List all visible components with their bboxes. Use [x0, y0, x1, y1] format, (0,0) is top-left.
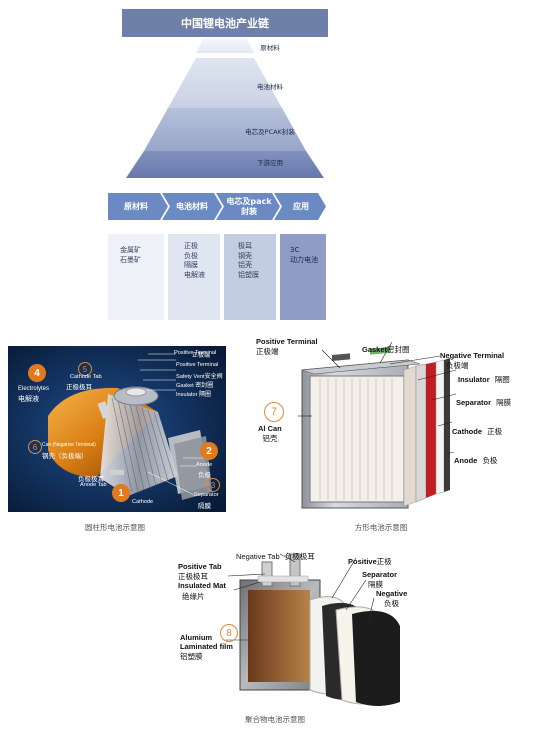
cylindrical-diagram: Positive Terminal 正极端 Positive Terminal … [8, 346, 226, 512]
cyl-cathode-tab-zh: 正极极耳 [66, 383, 92, 391]
arrow-raw: 原材料 [124, 201, 148, 211]
list-item: 3C [290, 246, 300, 254]
pouch-drawing [226, 553, 400, 706]
arrow-shape-2 [162, 193, 222, 220]
tier-cell-pack [144, 108, 306, 151]
cylindrical-caption: 圆柱形电池示意图 [85, 523, 145, 532]
arrow-shape-4 [274, 193, 326, 220]
pouch-laminated-film-label: Alumium Laminated film 铝塑膜 [180, 633, 233, 661]
arrow-row [108, 193, 326, 220]
column-application-list: 3C 动力电池 [290, 246, 318, 265]
cyl-positive-terminal-zh: 正极端 [192, 352, 211, 359]
cyl-anode-label: Anode [196, 462, 213, 468]
list-item: 铝壳 [238, 261, 252, 269]
prism-gasket-label: Gasket密封圈 [362, 345, 410, 354]
pouch-insulated-mat-label: Insulated Mat [178, 581, 226, 590]
cyl-marker-3: 3 [206, 478, 220, 492]
column-raw [108, 234, 164, 320]
column-raw-list: 金属矿 石墨矿 [120, 246, 141, 265]
cyl-marker-1: 1 [112, 484, 130, 502]
chain-title: 中国锂电池产业链 [122, 9, 328, 37]
tier-battery-material [168, 58, 282, 108]
prism-insulator-label: Insulator 隔圈 [458, 375, 510, 384]
pouch-caption: 聚合物电池示意图 [245, 715, 305, 724]
arrow-cell-pack: 电芯及pack封装 [226, 196, 272, 216]
tier-label-downstream: 下游应用 [257, 159, 283, 167]
prism-al-can-label: Al Can 铝壳 [258, 424, 282, 443]
prism-cathode-label: Cathode 正极 [452, 427, 503, 436]
pouch-negative-label: Negative 负极 [376, 589, 408, 608]
list-item: 石墨矿 [120, 255, 141, 264]
pyramid [126, 39, 324, 178]
tier-label-battery-material: 电池材料 [257, 83, 283, 91]
pouch-negative-tab-label: Negative Tab 负极极耳 [236, 552, 315, 561]
arrow-shape-1 [108, 193, 168, 220]
pouch-insulated-mat-zh: 绝缘片 [182, 592, 205, 601]
prismatic-caption: 方形电池示意图 [354, 523, 408, 532]
cyl-electrolytes-zh: 电解液 [18, 395, 39, 403]
column-application [280, 234, 326, 320]
cyl-separator-zh: 隔膜 [198, 502, 211, 510]
cyl-positive-terminal-label: Positive Terminal [174, 350, 217, 356]
cyl-marker-5: 5 [78, 362, 92, 376]
cyl-anode-tab-label: Anode Tab [80, 482, 107, 488]
arrow-application: 应用 [293, 201, 309, 211]
list-item: 动力电池 [290, 255, 318, 264]
cyl-safety-vent-label: Safety Vent安全阀 [176, 374, 223, 380]
cyl-anode-zh: 负极 [198, 471, 211, 479]
cyl-can-label: Can (Negative Terminal) [42, 442, 96, 448]
cyl-can-zh: 钢壳（负极端） [42, 452, 88, 460]
tier-downstream [126, 151, 324, 178]
list-item: 金属矿 [120, 246, 141, 254]
cyl-separator-label: Separator [194, 492, 219, 498]
cyl-marker-2: 2 [200, 442, 218, 460]
list-item: 正极 [184, 242, 198, 250]
cyl-cathode-tab-label: Cathode Tab [70, 374, 102, 380]
prism-positive-terminal-label: Positive Terminal 正极端 [256, 337, 318, 356]
column-battery-material [168, 234, 220, 320]
prism-marker-7: 7 [264, 402, 284, 422]
list-item: 负极 [184, 251, 198, 260]
cyl-insulator-label: Insulator 隔圈 [176, 392, 212, 398]
column-cell-pack-list: 极耳 钢壳 铝壳 铝塑膜 [238, 242, 259, 280]
prismatic-drawing [298, 341, 457, 509]
prism-separator-label: Separator 隔膜 [456, 398, 512, 407]
cyl-marker-6: 6 [28, 440, 42, 454]
list-item: 极耳 [238, 242, 252, 250]
pouch-positive-tab-label: Positive Tab 正极极耳 [178, 562, 222, 581]
arrow-battery-material: 电池材料 [176, 201, 208, 211]
tier-label-raw: 原材料 [260, 44, 280, 52]
pouch-marker-8: 8 [220, 624, 238, 642]
cyl-electrolytes-label: Electrolytes [18, 386, 50, 392]
cyl-cathode-label: Cathode [132, 499, 154, 505]
cyl-anode-tab-zh: 负极极耳 [78, 475, 104, 483]
prism-negative-terminal-label: Negative Terminal 负极端 [440, 351, 505, 370]
tier-label-cell-pack: 电芯及PCAK封装 [245, 128, 295, 136]
list-item: 铝塑膜 [238, 270, 259, 279]
prism-anode-label: Anode 负极 [454, 456, 498, 465]
pouch-separator-label: Separator 隔膜 [362, 570, 398, 589]
list-item: 隔膜 [184, 261, 198, 269]
pouch-positive-label: Positive正极 [348, 557, 392, 566]
cyl-positive-terminal-en: Positive Terminal [176, 362, 219, 368]
cyl-gasket-label: Gasket 密封圈 [176, 383, 214, 389]
column-cell-pack [224, 234, 276, 320]
column-battery-material-list: 正极 负极 隔膜 电解液 [184, 242, 205, 280]
cyl-marker-4: 4 [28, 364, 46, 382]
list-item: 电解液 [184, 270, 205, 279]
list-item: 钢壳 [238, 251, 252, 260]
arrow-shape-3 [216, 193, 280, 220]
